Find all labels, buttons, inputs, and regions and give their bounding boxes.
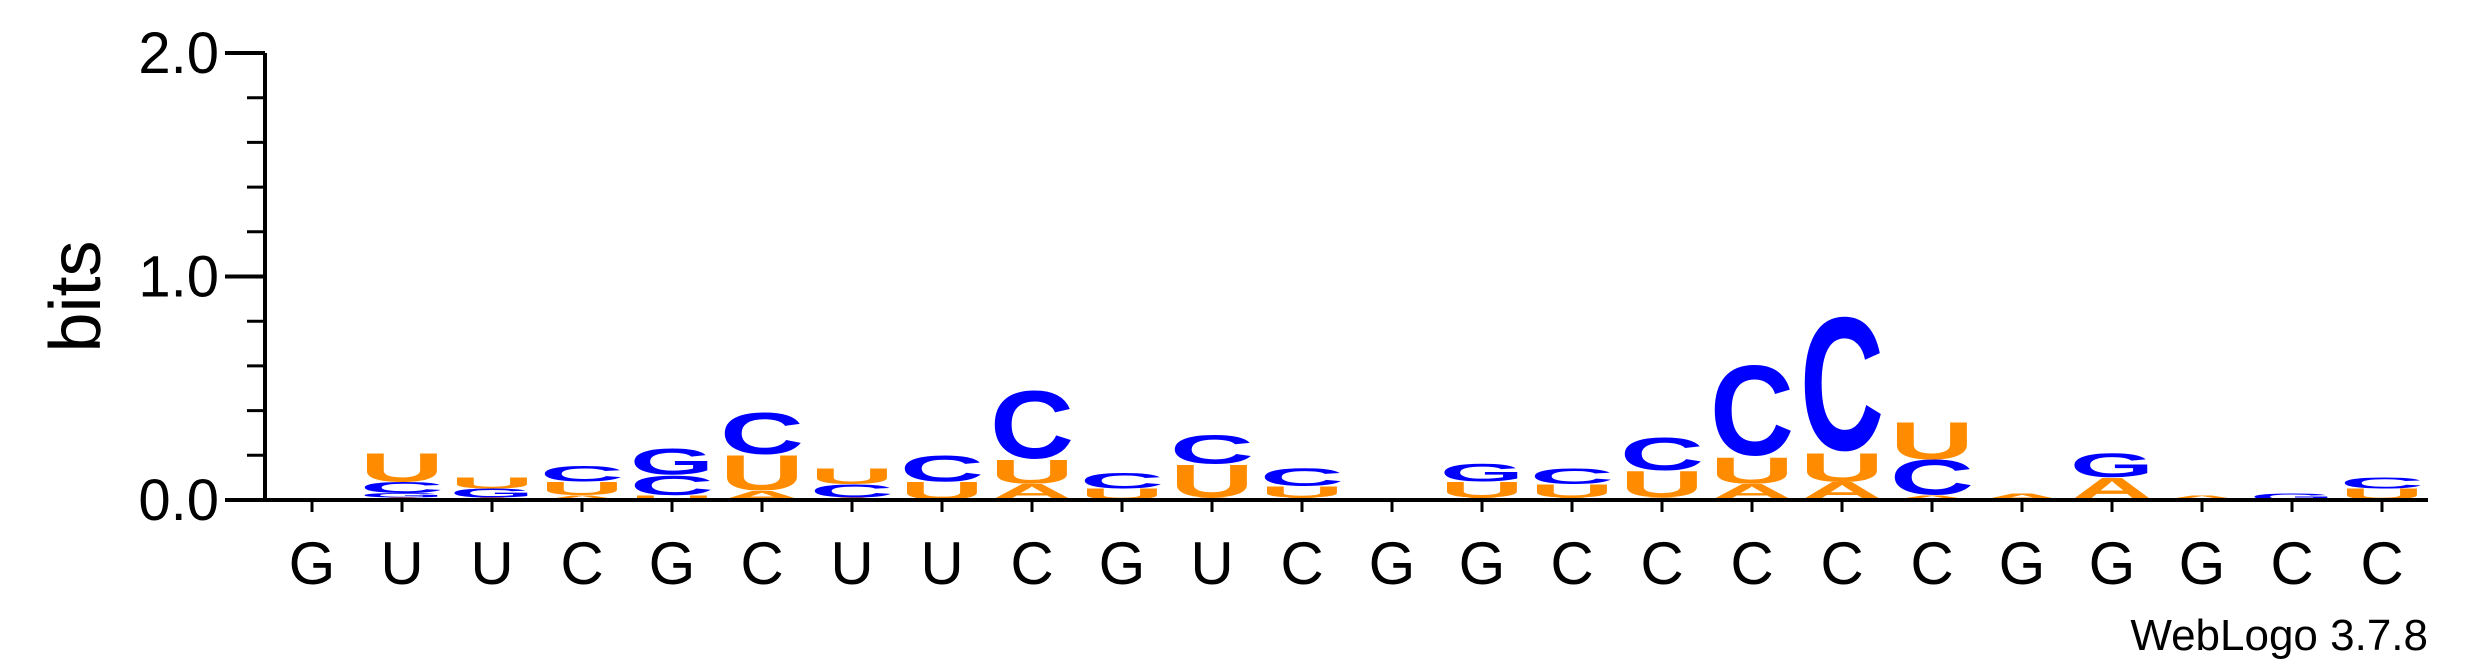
logo-letter-a: A (2160, 494, 2244, 501)
logo-letter-c: C (360, 479, 444, 496)
logo-letter-u: U (540, 478, 624, 499)
logo-letter-c: C (540, 462, 624, 487)
logo-letter-c: C (1710, 339, 1794, 482)
x-tick-label: C (1010, 530, 1053, 597)
x-tick-label: C (1640, 530, 1683, 597)
x-tick-label: C (740, 530, 783, 597)
logo-letter-u: U (630, 494, 714, 501)
logo-glyph-layer: AGCUAGUAUCUCGAUCACUUCAUCUCAUCAUCAUGAUCAU… (360, 278, 2424, 507)
logo-letter-c: C (720, 400, 804, 467)
logo-letter-u: U (1530, 481, 1614, 502)
logo-letter-u: U (1260, 483, 1344, 500)
logo-letter-u: U (1440, 478, 1524, 503)
logo-letter-c: C (990, 370, 1074, 478)
logo-letter-c: C (1260, 464, 1344, 492)
x-tick-label: U (470, 530, 513, 597)
y-axis-label: bits (36, 240, 116, 352)
x-tick-label: C (1730, 530, 1773, 597)
x-tick-label: G (1369, 530, 1416, 597)
y-tick-label: 0.0 (138, 468, 219, 533)
x-tick-label: C (1910, 530, 1953, 597)
x-tick-label: G (1099, 530, 1146, 597)
x-tick-label: G (2089, 530, 2136, 597)
x-tick-label: G (1999, 530, 2046, 597)
logo-letter-g: G (2250, 492, 2334, 502)
logo-letter-u: U (1710, 450, 1794, 492)
logo-letter-c: C (1620, 428, 1704, 480)
x-tick-label: U (830, 530, 873, 597)
x-tick-label: C (1550, 530, 1593, 597)
logo-letter-c: C (1800, 278, 1884, 490)
x-tick-label: C (2360, 530, 2403, 597)
logo-letter-g: G (1440, 459, 1524, 487)
logo-letter-c: C (1890, 449, 1974, 505)
logo-letter-u: U (810, 464, 894, 489)
logo-letter-g: G (450, 486, 534, 500)
logo-letter-u: U (720, 445, 804, 501)
x-tick-label: G (2179, 530, 2226, 597)
logo-letter-u: U (450, 474, 534, 491)
logo-letter-c: C (900, 448, 984, 490)
x-tick-label: G (649, 530, 696, 597)
weblogo-credit: WebLogo 3.7.8 (2130, 611, 2428, 660)
logo-letter-g: G (360, 492, 444, 499)
logo-letter-c: C (2340, 474, 2424, 491)
logo-letter-u: U (990, 453, 1074, 491)
logo-letter-c: C (1080, 469, 1164, 494)
x-tick-label: U (1190, 530, 1233, 597)
x-tick-label: C (1280, 530, 1323, 597)
x-tick-label: U (920, 530, 963, 597)
logo-letter-a: A (1890, 494, 1974, 501)
x-tick-label: G (289, 530, 336, 597)
logo-letter-u: U (360, 445, 444, 490)
x-tick-label: C (560, 530, 603, 597)
logo-letter-c: C (1530, 464, 1614, 489)
x-tick-label: C (2270, 530, 2313, 597)
y-tick-label: 1.0 (138, 245, 219, 310)
x-tick-label: C (1820, 530, 1863, 597)
x-tick-label: U (380, 530, 423, 597)
logo-letter-c: C (630, 469, 714, 501)
logo-letter-g: G (2070, 446, 2154, 485)
logo-letter-c: C (810, 481, 894, 502)
logo-letter-c: C (1170, 427, 1254, 472)
y-tick-label: 2.0 (138, 21, 219, 86)
x-tick-label: G (1459, 530, 1506, 597)
logo-letter-g: G (630, 441, 714, 483)
logo-letter-a: A (540, 494, 624, 501)
logo-letter-u: U (1800, 445, 1884, 490)
logo-letter-u: U (1890, 411, 1974, 470)
logo-letter-a: A (1980, 491, 2064, 501)
